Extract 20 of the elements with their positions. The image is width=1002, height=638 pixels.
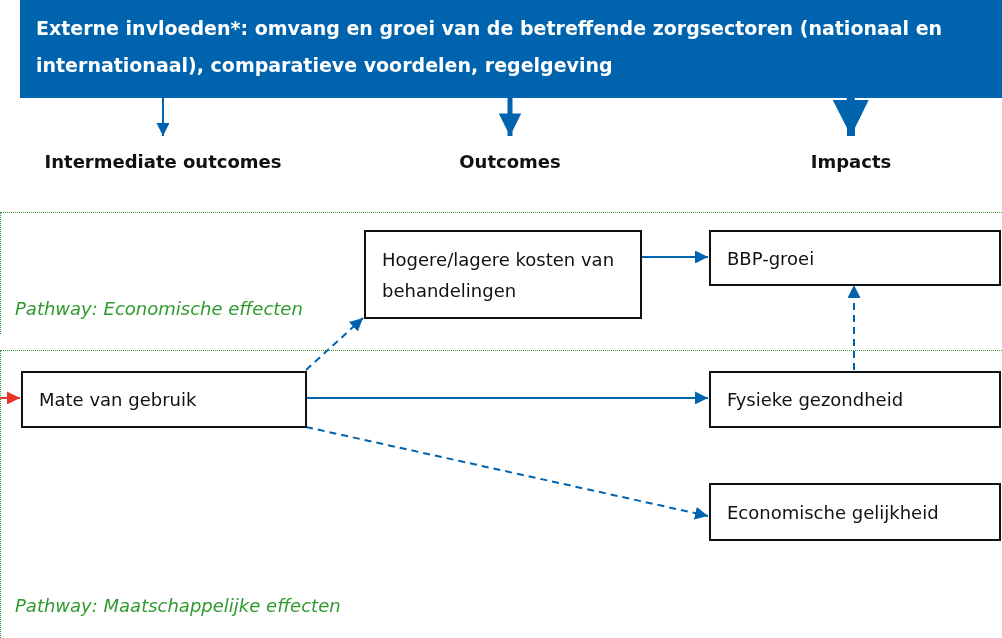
process-box: Fysieke gezondheid [709,371,1001,428]
arrow [832,97,869,136]
arrow [305,317,364,371]
banner-box: Externe invloeden*: omvang en groei van de betreffende zorgsectoren (nationaal en internationaal), comparatieve voordelen, regelgeving [20,0,1002,98]
pathway-title: Pathway: Economische effecten [15,297,303,321]
pathway-title: Pathway: Maatschappelijke effecten [15,594,341,618]
process-box: Mate van gebruik [21,371,307,428]
arrow [498,98,522,136]
arrow [305,426,709,520]
arrow [0,391,21,405]
pathway-region [0,350,1002,638]
arrow [847,284,861,371]
column-heading: Outcomes [440,148,580,176]
column-heading: Impacts [790,148,912,176]
process-box: Hogere/lagere kosten van behandelingen [364,230,642,319]
arrow [156,97,170,137]
process-box: Economische gelijkheid [709,483,1001,541]
pathway-region [0,212,1002,334]
column-heading: Intermediate outcomes [30,148,296,176]
process-box: BBP-groei [709,230,1001,286]
